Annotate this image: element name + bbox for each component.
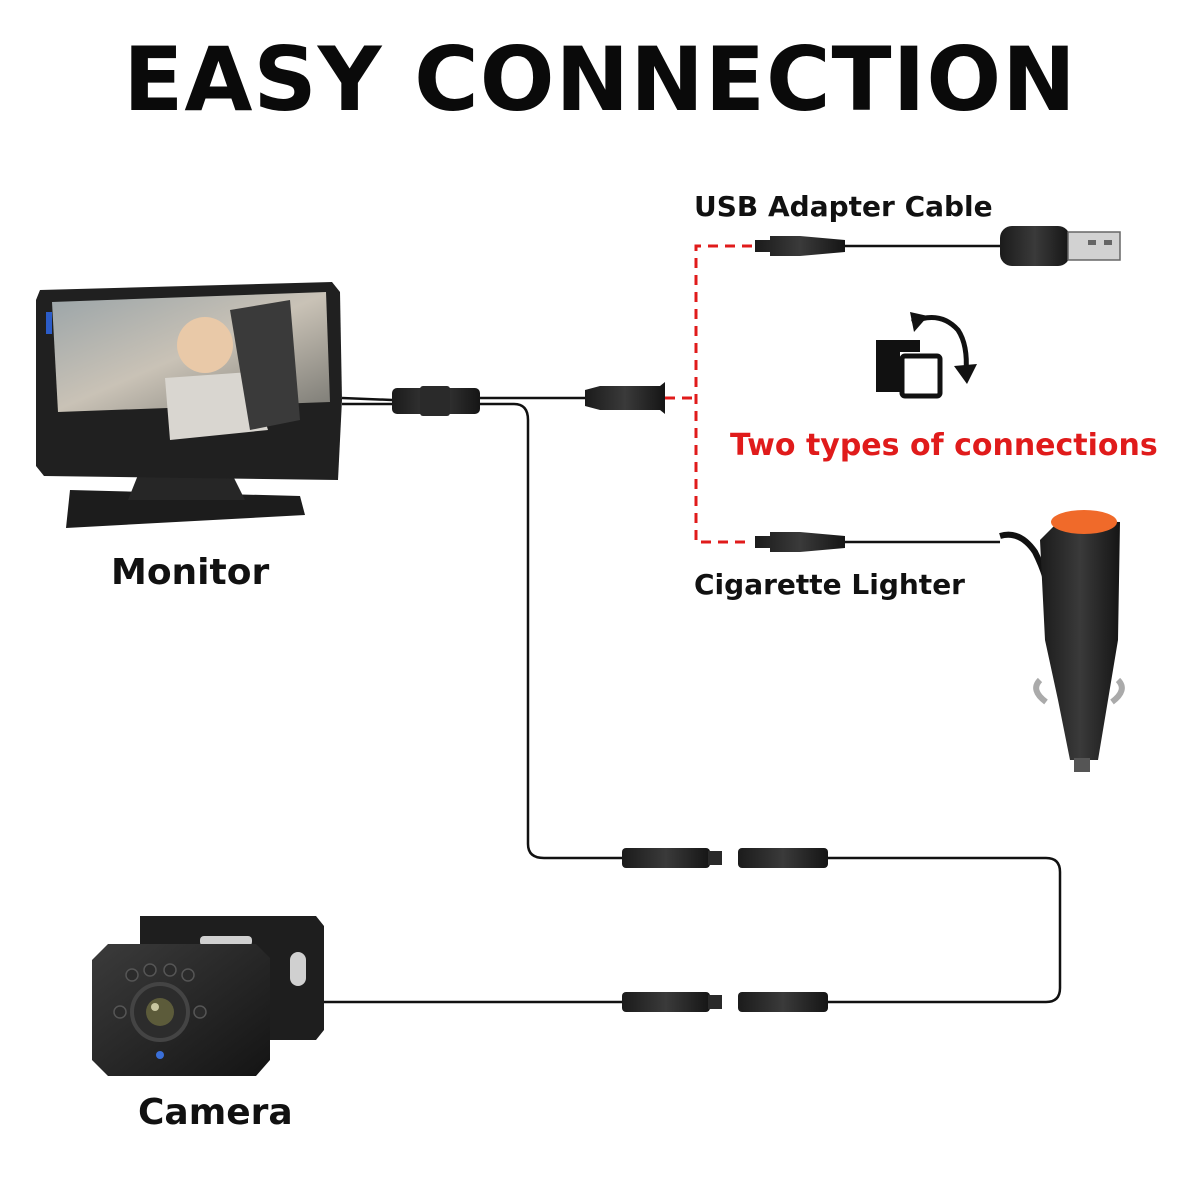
cigarette-lighter-plug	[755, 510, 1125, 772]
usb-adapter-cable	[755, 226, 1121, 266]
usb-adapter-label: USB Adapter Cable	[694, 190, 993, 223]
splitter-connector	[392, 386, 480, 416]
dashed-link	[665, 244, 752, 544]
dc-socket	[585, 382, 665, 414]
extension-connector-bottom	[622, 992, 828, 1012]
extension-connector-top	[622, 848, 828, 868]
cable-lines	[320, 244, 1062, 1004]
page-title: EASY CONNECTION	[123, 28, 1077, 131]
monitor-device	[36, 282, 342, 528]
cigarette-lighter-label: Cigarette Lighter	[694, 568, 965, 601]
child-face	[177, 317, 233, 373]
camera-device	[92, 916, 324, 1076]
camera-label: Camera	[138, 1092, 293, 1133]
monitor-label: Monitor	[111, 552, 270, 593]
two-types-label: Two types of connections	[730, 428, 1158, 463]
swap-connection-icon	[876, 312, 977, 399]
